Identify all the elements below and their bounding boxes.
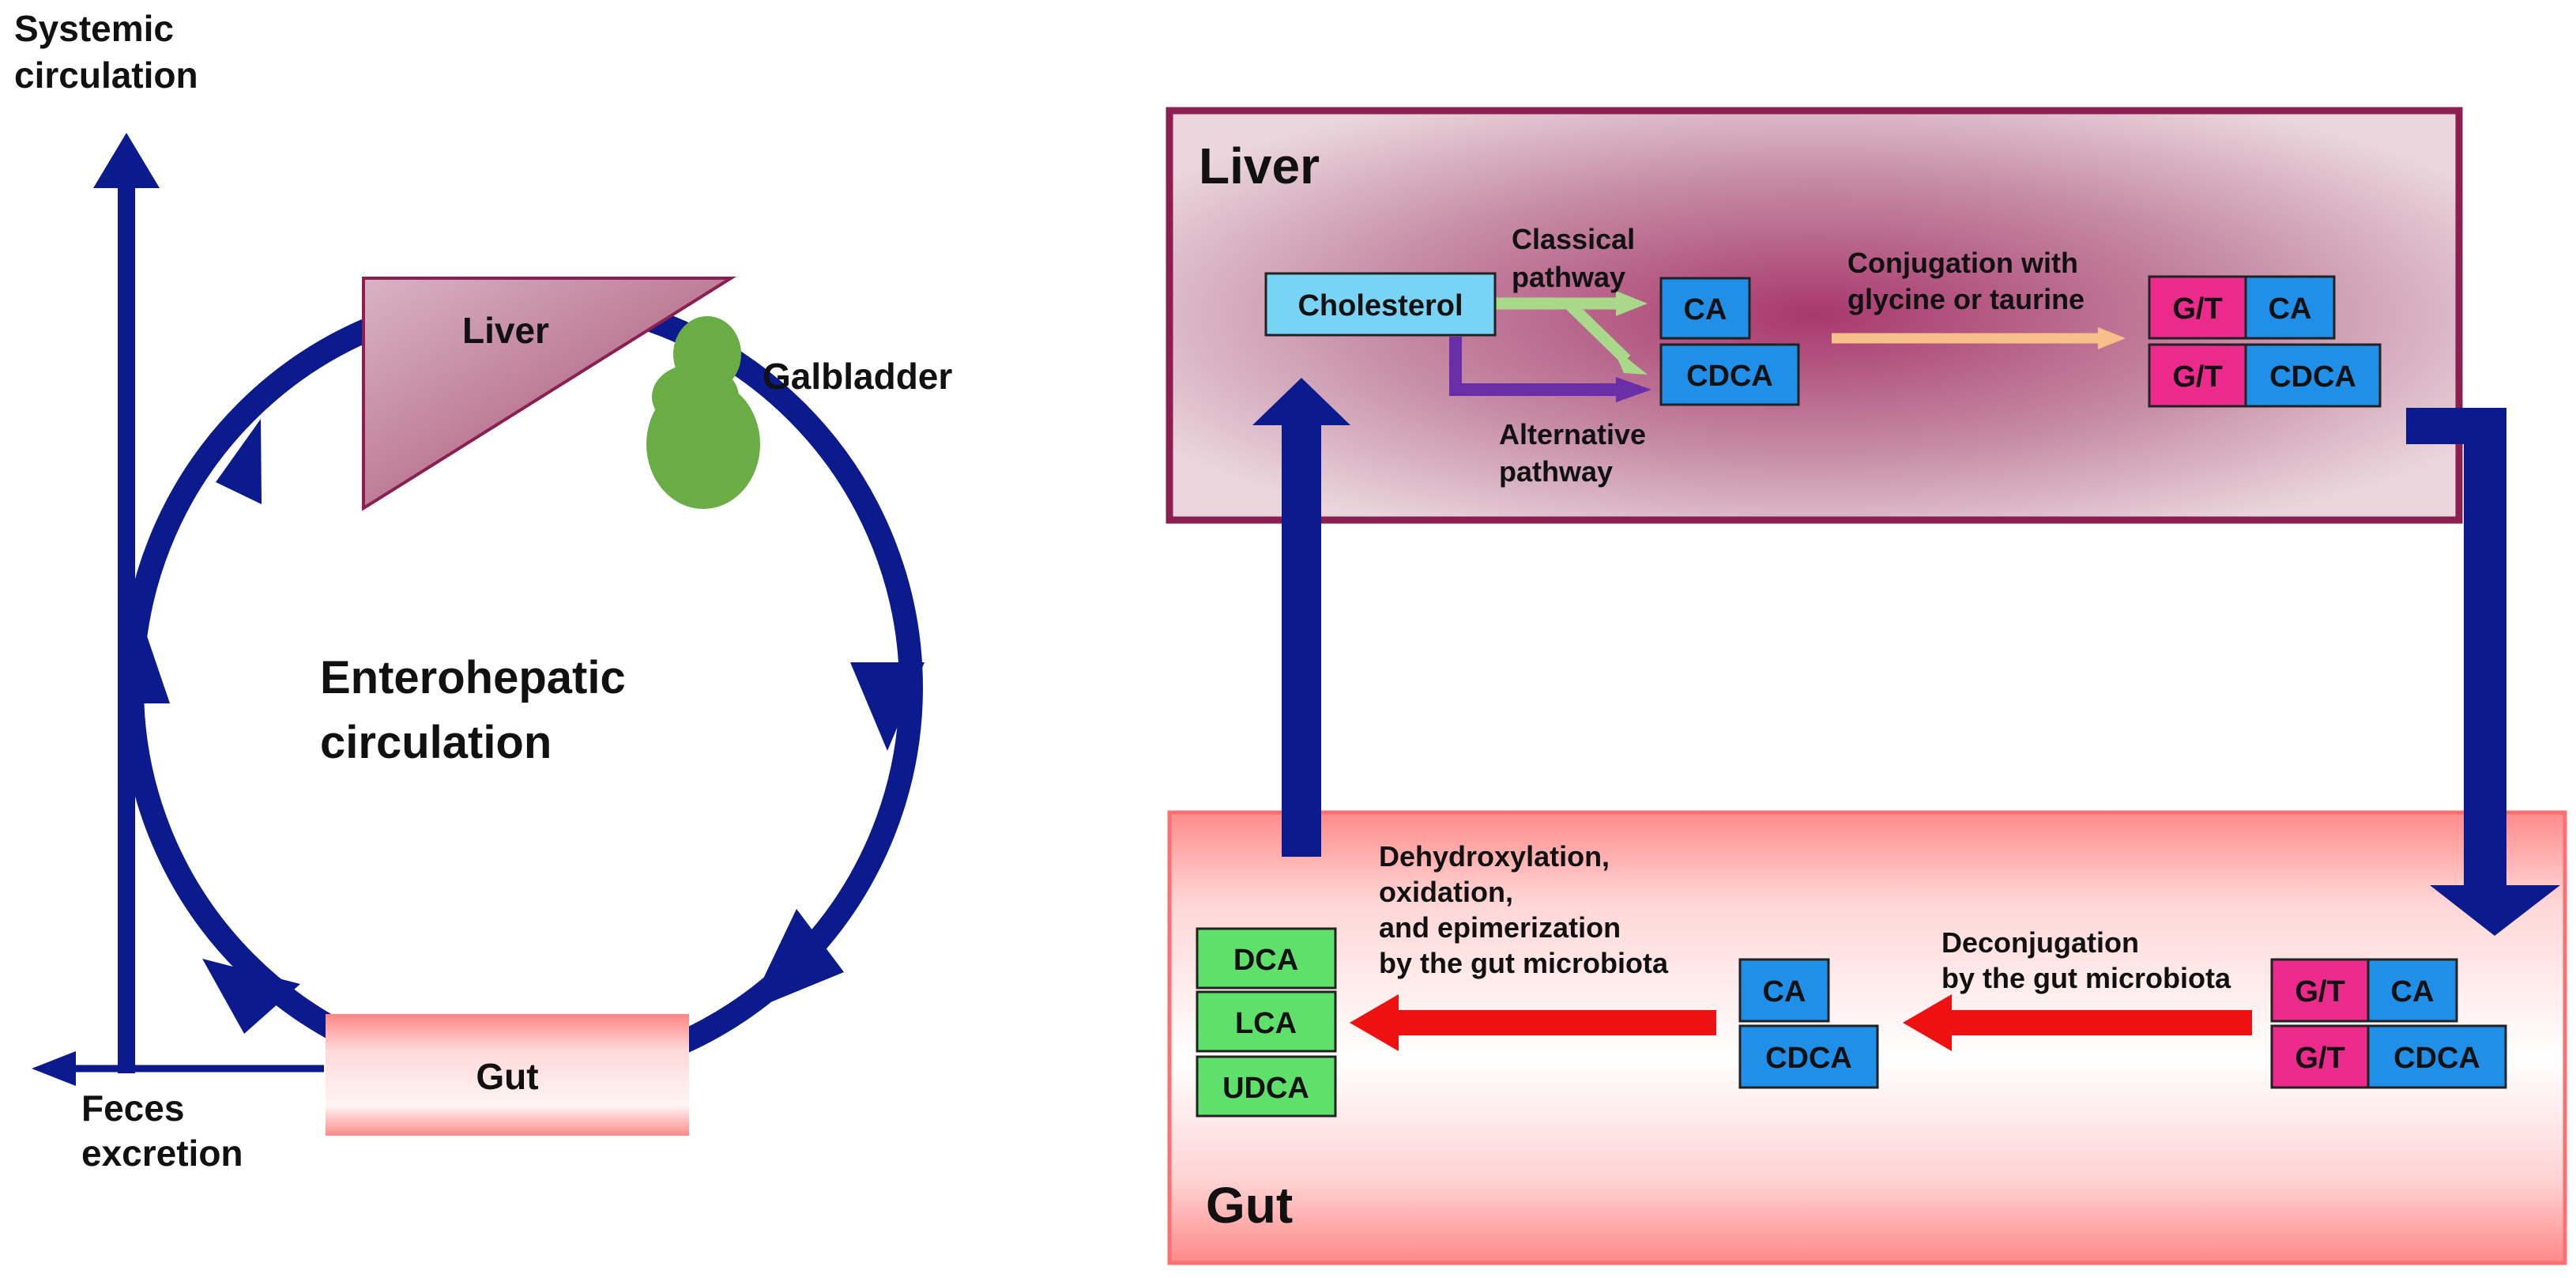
gut-ca-box — [1738, 958, 1830, 1023]
liver-conjugate-acid-box-1 — [2244, 275, 2336, 340]
dca-box — [1196, 927, 1337, 990]
gut-conjugate-acid-box-2 — [2367, 1024, 2507, 1089]
alternative-pathway-label: Alternative pathway — [1499, 418, 1654, 488]
gut-to-liver-arrow — [1252, 378, 1350, 857]
liver-conjugate-prefix-box-2 — [2148, 343, 2247, 408]
gut-label: Gut — [476, 1056, 538, 1097]
gut-cdca-box — [1738, 1024, 1879, 1089]
dehydroxylation-label: Dehydroxylation, oxidation, and epimeriz… — [1379, 840, 1669, 979]
enterohepatic-label-line-1: Enterohepatic — [320, 652, 626, 703]
ring-arrowhead-upper-left — [216, 419, 262, 504]
classical-label-line-1: Classical — [1512, 223, 1635, 255]
deconjugation-label-line-1: Deconjugation — [1941, 926, 2139, 959]
enterohepatic-label-line-2: circulation — [320, 717, 552, 768]
feces-excretion-arrow — [32, 1051, 324, 1086]
liver-panel-title: Liver — [1199, 138, 1320, 194]
liver-shape — [362, 277, 736, 511]
systemic-circulation-arrow — [93, 133, 160, 1073]
deconjugation-arrow — [1903, 994, 2252, 1051]
conjugation-arrow — [1832, 327, 2126, 349]
liver-cdca-label: CDCA — [1686, 360, 1773, 393]
deconjugation-label-line-2: by the gut microbiota — [1941, 962, 2231, 994]
gut-shape — [326, 1014, 689, 1136]
dehydroxylation-arrow — [1350, 994, 1716, 1051]
ring-arrowhead-right — [850, 662, 925, 751]
udca-label: UDCA — [1222, 1072, 1309, 1105]
liver-conjugate-acid-1: CA — [2269, 292, 2312, 326]
feces-excretion-label: Feces excretion — [81, 1088, 243, 1174]
liver-ca-label: CA — [1684, 293, 1727, 326]
galbladder-shape — [646, 316, 760, 509]
galbladder-label: Galbladder — [763, 356, 952, 397]
conjugation-label-line-1: Conjugation with — [1847, 247, 2078, 279]
systemic-label-line-2: circulation — [14, 55, 198, 96]
dehydroxylation-label-line-4: by the gut microbiota — [1379, 947, 1669, 979]
alternative-label-line-2: pathway — [1499, 455, 1613, 488]
gut-conjugate-prefix-1: G/T — [2295, 975, 2344, 1008]
dca-label: DCA — [1233, 944, 1298, 977]
conjugation-label: Conjugation with glycine or taurine — [1847, 247, 2086, 315]
gut-ca-label: CA — [1763, 975, 1806, 1008]
dehydroxylation-label-line-1: Dehydroxylation, — [1379, 840, 1610, 873]
classical-label-line-2: pathway — [1512, 261, 1625, 293]
gut-conjugate-acid-box-1 — [2367, 958, 2458, 1023]
ring-arrowhead-left — [119, 629, 170, 703]
feces-label-line-1: Feces — [81, 1088, 184, 1129]
systemic-circulation-label: Systemic circulation — [14, 8, 198, 96]
udca-box — [1196, 1055, 1337, 1118]
liver-conjugate-acid-box-2 — [2244, 343, 2382, 408]
gut-conjugate-acid-2: CDCA — [2393, 1042, 2480, 1075]
classical-pathway-arrow — [1495, 291, 1648, 375]
enterohepatic-label: Enterohepatic circulation — [320, 652, 638, 768]
lca-box — [1196, 990, 1337, 1053]
dehydroxylation-label-line-2: oxidation, — [1379, 876, 1513, 908]
gut-panel-title: Gut — [1206, 1177, 1293, 1234]
systemic-label-line-1: Systemic — [14, 8, 174, 49]
alternative-pathway-arrow — [1449, 337, 1651, 402]
lca-label: LCA — [1235, 1007, 1297, 1040]
deconjugation-label: Deconjugation by the gut microbiota — [1941, 926, 2231, 994]
liver-ca-box — [1659, 277, 1751, 340]
dehydroxylation-label-line-3: and epimerization — [1379, 911, 1621, 944]
liver-conjugate-prefix-box-1 — [2148, 275, 2247, 340]
gut-conjugate-acid-1: CA — [2391, 975, 2435, 1008]
liver-conjugate-prefix-1: G/T — [2172, 292, 2222, 326]
ring-arrowhead-lower-right — [748, 909, 844, 1012]
ring-arrowhead-lower-left — [202, 959, 300, 1034]
liver-conjugate-prefix-2: G/T — [2172, 360, 2222, 394]
conjugation-label-line-2: glycine or taurine — [1847, 283, 2085, 315]
liver-to-gut-arrow — [2406, 408, 2560, 936]
liver-conjugate-acid-2: CDCA — [2269, 360, 2356, 394]
gut-conjugate-prefix-2: G/T — [2295, 1042, 2344, 1075]
cholesterol-label: Cholesterol — [1297, 289, 1463, 322]
feces-label-line-2: excretion — [81, 1133, 243, 1174]
liver-cdca-box — [1659, 343, 1800, 406]
alternative-label-line-1: Alternative — [1499, 418, 1646, 451]
classical-pathway-label: Classical pathway — [1512, 223, 1643, 293]
cholesterol-box — [1264, 272, 1497, 337]
gut-cdca-label: CDCA — [1765, 1042, 1852, 1075]
liver-label: Liver — [462, 310, 549, 351]
